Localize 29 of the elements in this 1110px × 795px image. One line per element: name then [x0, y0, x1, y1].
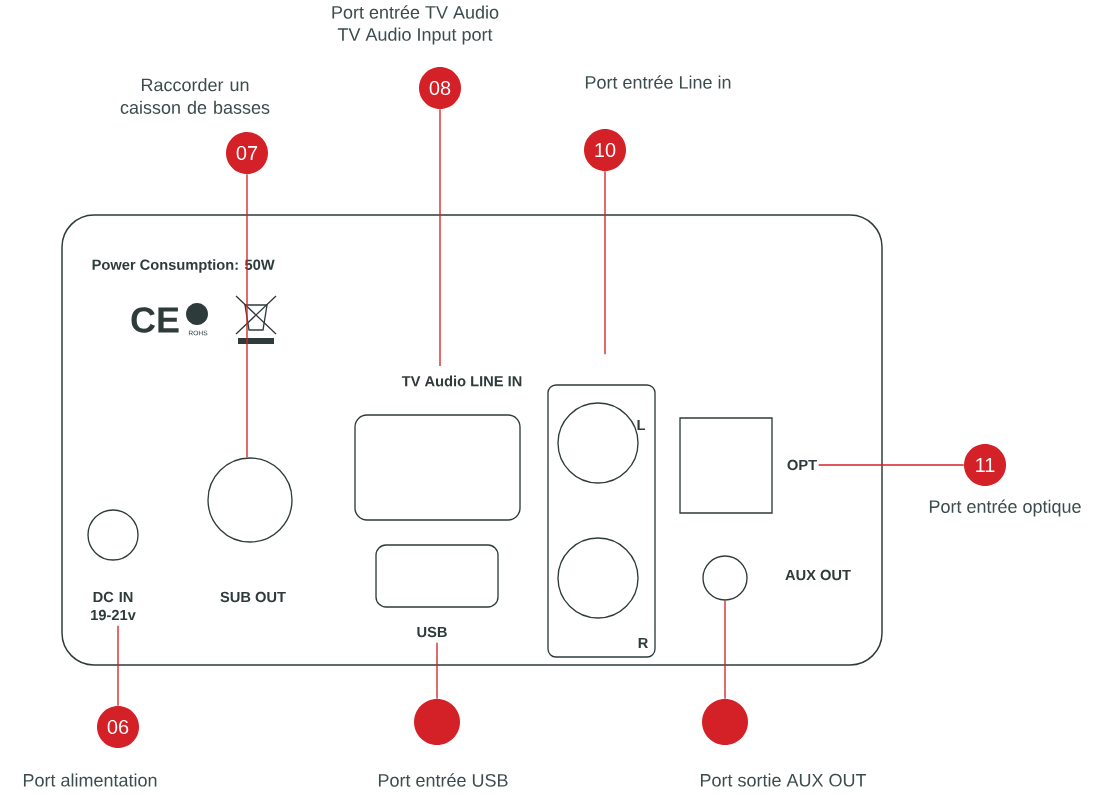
callout-caption: Port sortie AUX OUT	[700, 773, 867, 787]
leader-line	[724, 600, 726, 700]
callout-caption: Port entrée USB	[378, 773, 508, 787]
callout-caption: TV Audio Input port	[337, 27, 493, 45]
port-label: SUB OUT	[220, 591, 286, 603]
leader-line	[604, 170, 606, 355]
leader-line	[439, 108, 441, 367]
ce-mark: CE	[131, 307, 179, 333]
callout-number: 07	[226, 132, 268, 174]
callout-number: 10	[584, 129, 626, 171]
port-label: OPT	[787, 459, 817, 471]
channel-label: R	[638, 637, 648, 649]
leader-line	[436, 642, 438, 700]
callout-caption: Port entrée optique	[929, 499, 1081, 517]
leader-line	[117, 625, 119, 707]
callout-number: 08	[419, 67, 461, 109]
port-label: DC IN 19-21v	[91, 591, 136, 621]
callout-caption: Port entrée TV Audio	[332, 5, 499, 19]
callout-caption: Port entrée Line in	[585, 75, 731, 89]
port-label: AUX OUT	[785, 569, 851, 581]
leader-line	[246, 173, 248, 458]
callout-number: 06	[97, 706, 139, 748]
callout-caption: Port alimentation	[23, 773, 157, 787]
port-label: USB	[417, 626, 447, 638]
channel-label: L	[637, 419, 646, 431]
leader-line	[818, 464, 965, 466]
callout-caption: Raccorder un caisson de basses	[120, 78, 270, 114]
port-label: TV Audio LINE IN	[401, 375, 522, 387]
callout-number: 11	[964, 444, 1006, 486]
